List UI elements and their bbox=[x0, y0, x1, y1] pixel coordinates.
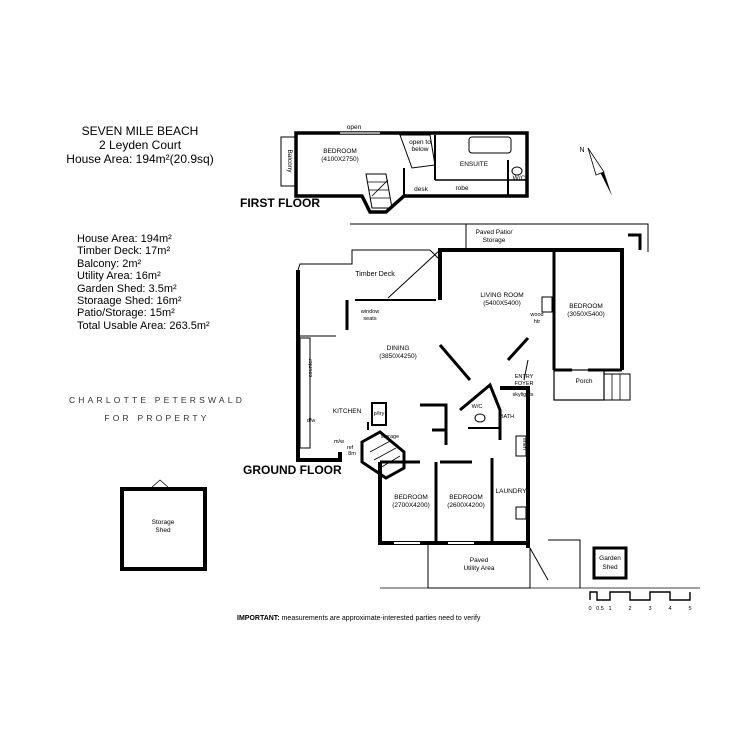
area-item: Garden Shed: 3.5m² bbox=[77, 282, 177, 295]
storage-shed: Storage Shed bbox=[120, 479, 207, 571]
wood-heater-label-2: htr bbox=[534, 319, 541, 325]
dishwasher-label: d/w bbox=[307, 418, 316, 424]
ensuite-label: ENSUITE bbox=[460, 161, 489, 168]
notice-text: measurements are approximate-interested … bbox=[279, 615, 481, 622]
window-seats-label: window bbox=[360, 309, 379, 315]
measurement-notice: IMPORTANT: measurements are approximate-… bbox=[237, 615, 480, 622]
dining-label: DINING bbox=[387, 345, 410, 352]
first-floor-plan bbox=[280, 131, 529, 214]
area-item: Total Usable Area: 263.5m² bbox=[77, 319, 210, 332]
linen-label: linen bbox=[521, 438, 527, 450]
bedroom-b-label: BEDROOM bbox=[449, 494, 483, 501]
paved-utility-label-2: Utility Area bbox=[463, 565, 494, 572]
scale-tick: 1 bbox=[608, 606, 611, 612]
gf-wc-label: W/C bbox=[472, 404, 483, 410]
robe-label: robe bbox=[455, 185, 468, 192]
agency-tagline: FOR PROPERTY bbox=[104, 413, 210, 423]
balcony-label: Balcony bbox=[286, 149, 293, 173]
balcony bbox=[280, 136, 297, 187]
ff-wc-label: W/C bbox=[513, 175, 526, 182]
wood-heater-label: wood bbox=[529, 312, 543, 318]
fridge-label: ref bbox=[347, 445, 354, 451]
agency-name: CHARLOTTE PETERSWALD bbox=[68, 395, 246, 405]
scale-tick: 2 bbox=[628, 606, 631, 612]
storage-shed-label-2: Shed bbox=[155, 527, 171, 534]
area-item: Utility Area: 16m² bbox=[77, 270, 161, 283]
bath-label: BATH bbox=[500, 414, 514, 420]
entry-foyer-label: ENTRY bbox=[515, 374, 534, 380]
compass-north-label: N bbox=[579, 147, 584, 154]
header-block: SEVEN MILE BEACH 2 Leyden Court House Ar… bbox=[40, 124, 240, 166]
open-to-below-label-2: below bbox=[412, 146, 429, 153]
first-floor-label: FIRST FLOOR bbox=[240, 196, 320, 210]
bedroom-a-dim: (2700X4200) bbox=[392, 502, 430, 509]
patio-label-2: Storage bbox=[483, 237, 506, 244]
timber-deck-label: Timber Deck bbox=[355, 271, 395, 278]
storage-label: storage bbox=[381, 434, 399, 440]
ff-bedroom-label: BEDROOM bbox=[323, 148, 357, 155]
area-list: House Area: 194m² Timber Deck: 17m² Balc… bbox=[77, 233, 210, 332]
ground-floor-label: GROUND FLOOR bbox=[243, 463, 342, 477]
scale-tick: 5 bbox=[688, 606, 691, 612]
scale-tick: 4 bbox=[668, 606, 671, 612]
skylights-label: skylights bbox=[512, 392, 533, 398]
porch-label: Porch bbox=[576, 378, 593, 385]
scale-tick: 3 bbox=[648, 606, 651, 612]
gf-bedroom-right-label: BEDROOM bbox=[569, 303, 603, 310]
garden-shed-label: Garden bbox=[599, 555, 621, 562]
house-area-summary: House Area: 194m²(20.9sq) bbox=[66, 152, 214, 166]
area-item: Patio/Storage: 15m² bbox=[77, 307, 175, 320]
scale-tick: 0.5 bbox=[596, 606, 604, 612]
property-address: 2 Leyden Court bbox=[98, 138, 182, 152]
scale-tick: 0 bbox=[588, 606, 591, 612]
open-to-below-label: open to bbox=[409, 139, 431, 146]
ground-floor-labels: Paved Patio/ Storage Timber Deck window … bbox=[307, 229, 622, 572]
gf-bedroom-right-dim: (3050X5400) bbox=[567, 311, 605, 318]
area-item: Timber Deck: 17m² bbox=[77, 245, 171, 258]
area-item: Balcony: 2m² bbox=[77, 257, 142, 270]
ground-floor-plan bbox=[296, 223, 700, 589]
area-item: House Area: 194m² bbox=[77, 233, 172, 245]
notice-bold: IMPORTANT: bbox=[237, 615, 280, 622]
window-seats-label-2: seats bbox=[363, 316, 376, 322]
pantry-label: p/try bbox=[374, 411, 385, 417]
counter-label: counter bbox=[308, 359, 314, 378]
ff-bedroom-dim: (4100X2750) bbox=[321, 156, 359, 163]
agency-brand: CHARLOTTE PETERSWALD FOR PROPERTY bbox=[62, 391, 252, 427]
dining-dim: (3850X4250) bbox=[379, 353, 417, 360]
bedroom-b-dim: (2600X4200) bbox=[447, 502, 485, 509]
open-label: open bbox=[347, 124, 362, 131]
bedroom-a-label: BEDROOM bbox=[394, 494, 428, 501]
desk-label: desk bbox=[414, 186, 428, 193]
property-title: SEVEN MILE BEACH bbox=[81, 124, 199, 138]
paved-utility-label: Paved bbox=[470, 557, 489, 564]
garden-shed-label-2: Shed bbox=[602, 564, 618, 571]
entry-foyer-label-2: FOYER bbox=[515, 381, 534, 387]
living-room-label: LIVING ROOM bbox=[480, 292, 523, 299]
microwave-label: m/w bbox=[334, 439, 344, 445]
patio-label: Paved Patio/ bbox=[476, 229, 513, 236]
fridge-size-label: 8m bbox=[348, 451, 356, 457]
living-room-dim: (5400X5400) bbox=[483, 300, 521, 307]
scale-bar: 0 0.5 1 2 3 4 5 bbox=[588, 591, 692, 612]
compass-icon: N bbox=[579, 147, 612, 196]
kitchen-label: KITCHEN bbox=[333, 408, 362, 415]
area-item: Storaage Shed: 16m² bbox=[77, 295, 182, 308]
storage-shed-label: Storage bbox=[152, 519, 175, 526]
laundry-label: LAUNDRY bbox=[496, 488, 528, 495]
first-floor-labels: open Balcony BEDROOM (4100X2750) open to… bbox=[286, 124, 526, 193]
